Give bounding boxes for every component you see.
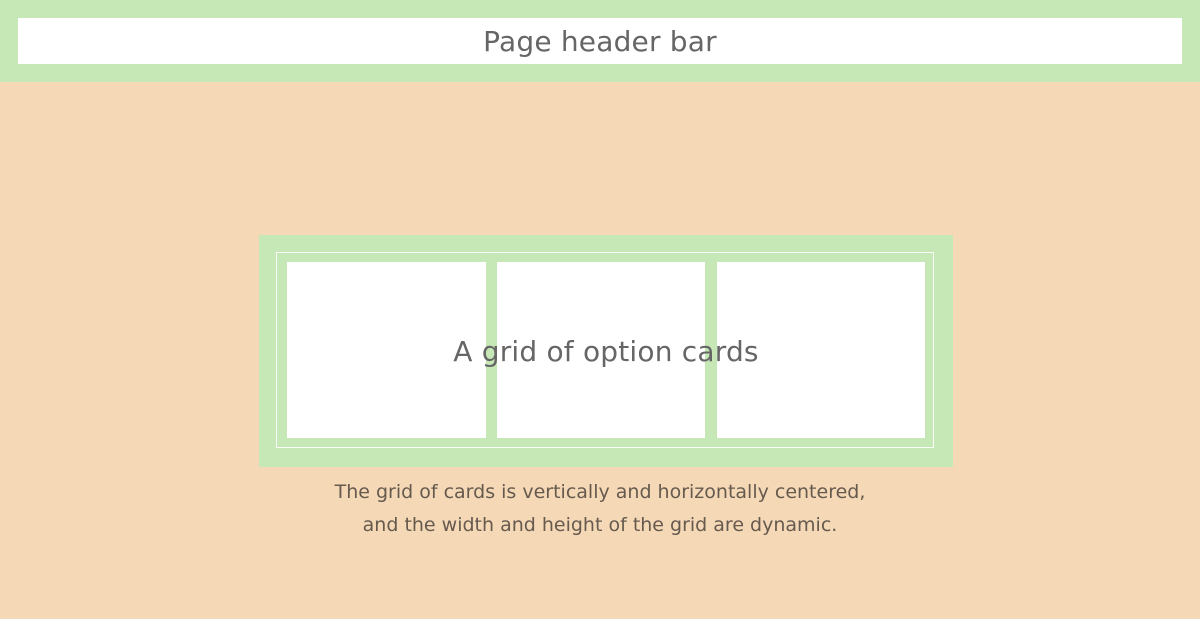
option-card[interactable] (287, 262, 486, 438)
header-region: Page header bar (0, 0, 1200, 82)
option-card[interactable] (497, 262, 705, 438)
page-header-bar: Page header bar (18, 18, 1182, 64)
page-header-title: Page header bar (483, 24, 717, 58)
caption-line-2: and the width and height of the grid are… (362, 514, 838, 536)
option-card-grid: A grid of option cards (259, 235, 953, 467)
grid-caption: The grid of cards is vertically and hori… (0, 476, 1200, 542)
option-card[interactable] (717, 262, 925, 438)
caption-line-1: The grid of cards is vertically and hori… (334, 481, 866, 503)
main-area: A grid of option cards The grid of cards… (0, 82, 1200, 619)
grid-outline (276, 252, 934, 448)
